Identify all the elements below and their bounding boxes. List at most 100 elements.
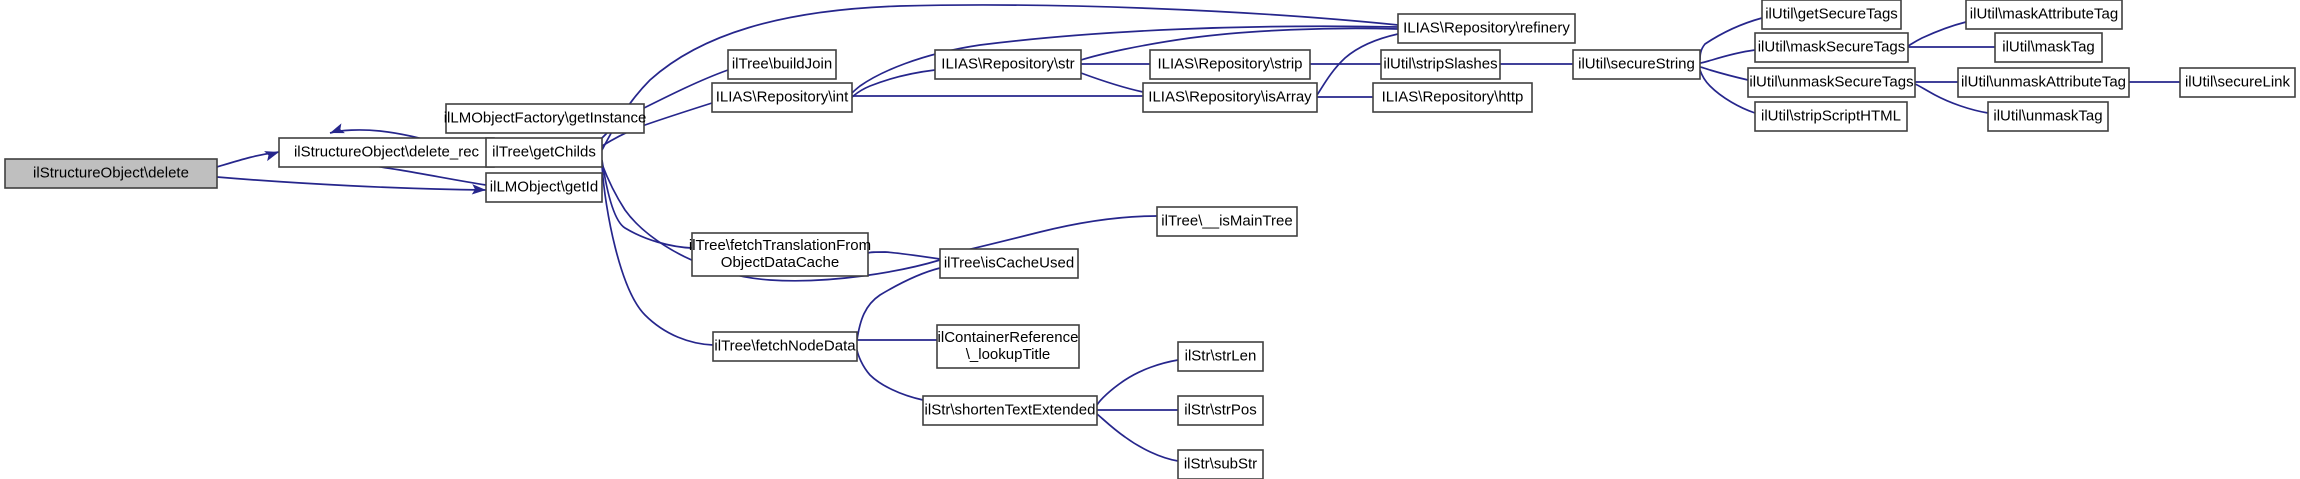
node-label: ilTree\isCacheUsed <box>944 254 1074 271</box>
node-box[interactable] <box>1965 0 2123 30</box>
node-box[interactable] <box>1957 67 2130 98</box>
graph-node[interactable]: ilUtil\getSecureTags <box>1761 0 1902 30</box>
node-label: ilTree\__isMainTree <box>1161 212 1292 229</box>
call-edge <box>216 176 487 191</box>
graph-node[interactable]: ilUtil\maskSecureTags <box>1754 32 1909 63</box>
node-label: ilUtil\secureString <box>1578 55 1695 72</box>
graph-node[interactable]: ilStr\strLen <box>1177 341 1264 372</box>
node-box[interactable] <box>691 232 869 277</box>
node-label: ilStructureObject\delete <box>33 164 189 181</box>
node-label: ilTree\fetchNodeData <box>714 337 856 354</box>
node-box[interactable] <box>1372 82 1533 113</box>
node-box[interactable] <box>1754 32 1909 63</box>
node-box[interactable] <box>1761 0 1902 30</box>
node-label: ILIAS\Repository\strip <box>1157 55 1302 72</box>
graph-node[interactable]: ilUtil\maskTag <box>1994 32 2103 63</box>
node-box[interactable] <box>485 172 603 203</box>
call-edge <box>867 251 941 260</box>
graph-node[interactable]: ilStr\subStr <box>1177 449 1264 479</box>
node-label: ilUtil\unmaskSecureTags <box>1749 73 1913 90</box>
graph-node[interactable]: ilStr\strPos <box>1177 395 1264 426</box>
node-box[interactable] <box>1177 395 1264 426</box>
node-box[interactable] <box>445 103 645 134</box>
graph-node[interactable]: ilLMObject\getId <box>485 172 603 203</box>
graph-node[interactable]: ILIAS\Repository\http <box>1372 82 1533 113</box>
node-box[interactable] <box>1747 67 1916 98</box>
node-label: ILIAS\Repository\http <box>1382 88 1524 105</box>
node-box[interactable] <box>1177 449 1264 479</box>
graph-node[interactable]: ILIAS\Repository\int <box>711 82 853 113</box>
graph-node[interactable]: ILIAS\Repository\strip <box>1149 49 1311 80</box>
call-edge <box>1096 359 1179 406</box>
call-edge <box>1080 72 1144 93</box>
call-edge <box>601 159 693 249</box>
graph-node[interactable]: ilUtil\unmaskSecureTags <box>1747 67 1916 98</box>
node-label: ilStr\subStr <box>1184 455 1257 472</box>
node-box[interactable] <box>1987 101 2109 132</box>
node-box[interactable] <box>1149 49 1311 80</box>
graph-node[interactable]: ilUtil\unmaskAttributeTag <box>1957 67 2130 98</box>
node-label: ilUtil\getSecureTags <box>1765 5 1898 22</box>
node-label: ilStr\shortenTextExtended <box>925 401 1096 418</box>
node-box[interactable] <box>936 324 1080 369</box>
node-box[interactable] <box>1142 82 1318 113</box>
graph-node[interactable]: ilTree\buildJoin <box>727 49 837 80</box>
node-label: ilUtil\unmaskTag <box>1993 107 2102 124</box>
graph-node[interactable]: ilUtil\stripScriptHTML <box>1754 101 1908 132</box>
graph-node[interactable]: ilTree\isCacheUsed <box>939 248 1079 279</box>
node-label: ilUtil\maskAttributeTag <box>1970 5 2118 22</box>
node-box[interactable] <box>922 395 1098 426</box>
node-label: ilUtil\secureLink <box>2185 73 2291 90</box>
graph-node[interactable]: ilTree\fetchNodeData <box>712 331 858 362</box>
graph-node[interactable]: ilUtil\unmaskTag <box>1987 101 2109 132</box>
node-box[interactable] <box>1156 206 1298 237</box>
graph-node[interactable]: ILIAS\Repository\isArray <box>1142 82 1318 113</box>
node-box[interactable] <box>485 137 603 168</box>
graph-node[interactable]: ilTree\__isMainTree <box>1156 206 1298 237</box>
node-box[interactable] <box>1572 49 1701 80</box>
call-edge <box>851 69 936 98</box>
graph-node[interactable]: ilUtil\secureLink <box>2179 67 2296 98</box>
call-edge <box>856 267 941 341</box>
node-box[interactable] <box>939 248 1079 279</box>
call-edge <box>601 4 1399 151</box>
node-label: ILIAS\Repository\str <box>941 55 1074 72</box>
node-label: ilLMObject\getId <box>490 178 598 195</box>
node-label: ilUtil\maskSecureTags <box>1758 38 1906 55</box>
node-box[interactable] <box>712 331 858 362</box>
node-box[interactable] <box>1397 13 1576 44</box>
node-box[interactable] <box>1380 49 1501 80</box>
graph-node[interactable]: ilUtil\stripSlashes <box>1380 49 1501 80</box>
node-label: ilLMObjectFactory\getInstance <box>444 109 647 126</box>
graph-node[interactable]: ILIAS\Repository\str <box>934 49 1082 80</box>
graph-node[interactable]: ilLMObjectFactory\getInstance <box>444 103 647 134</box>
graph-node[interactable]: ilStr\shortenTextExtended <box>922 395 1098 426</box>
node-box[interactable] <box>1177 341 1264 372</box>
node-box[interactable] <box>2179 67 2296 98</box>
node-box[interactable] <box>1994 32 2103 63</box>
node-box[interactable] <box>727 49 837 80</box>
node-label: ILIAS\Repository\refinery <box>1403 19 1570 36</box>
node-box[interactable] <box>4 158 218 189</box>
node-box[interactable] <box>711 82 853 113</box>
graph-node[interactable]: ilStructureObject\delete <box>4 158 218 189</box>
graph-node[interactable]: ilTree\getChilds <box>485 137 603 168</box>
graph-node[interactable]: ilStructureObject\delete_rec <box>278 137 495 168</box>
graph-node[interactable]: ilContainerReference\_lookupTitle <box>936 324 1080 369</box>
call-edge <box>1914 83 1989 114</box>
arrowhead-icon <box>264 151 279 162</box>
node-box[interactable] <box>278 137 495 168</box>
graph-node[interactable]: ilUtil\maskAttributeTag <box>1965 0 2123 30</box>
node-label: ilStructureObject\delete_rec <box>294 143 480 160</box>
graph-node[interactable]: ilUtil\secureString <box>1572 49 1701 80</box>
graph-node[interactable]: ILIAS\Repository\refinery <box>1397 13 1576 44</box>
nodes-layer: ilStructureObject\delete ilStructureObjec… <box>4 0 2296 479</box>
node-box[interactable] <box>1754 101 1908 132</box>
call-edge <box>1699 69 1756 114</box>
node-box[interactable] <box>934 49 1082 80</box>
node-label: ilUtil\unmaskAttributeTag <box>1961 73 2126 90</box>
call-edge <box>1699 49 1756 64</box>
